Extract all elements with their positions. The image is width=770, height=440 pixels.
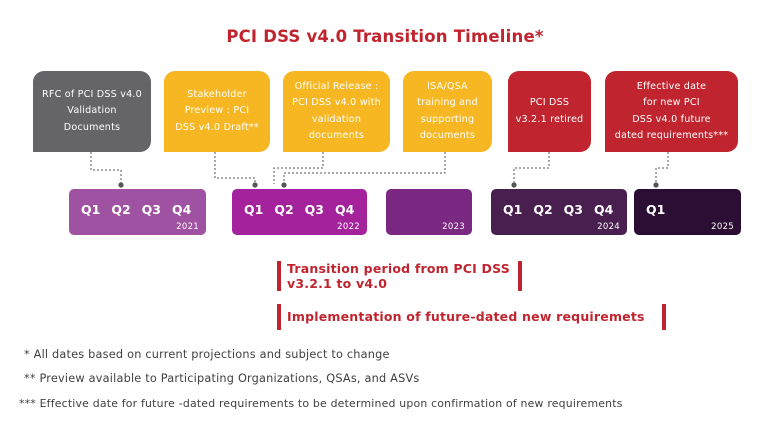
callout-rfc-text: RFC of PCI DSS v4.0 Validation Documents bbox=[42, 88, 142, 133]
footnote-1: * All dates based on current projections… bbox=[24, 348, 390, 361]
quarter-label: Q3 bbox=[141, 202, 161, 217]
quarter-label: Q3 bbox=[304, 202, 324, 217]
page-title: PCI DSS v4.0 Transition Timeline* bbox=[226, 27, 544, 46]
callout-rfc: RFC of PCI DSS v4.0 Validation Documents bbox=[33, 71, 151, 152]
year-block-2025: Q1 2025 bbox=[634, 189, 741, 235]
year-label: 2025 bbox=[711, 222, 734, 232]
callout-stakeholder-preview: Stakeholder Preview : PCI DSS v4.0 Draft… bbox=[164, 71, 270, 152]
quarter-label: Q1 bbox=[81, 202, 101, 217]
callout-stakeholder-preview-text: Stakeholder Preview : PCI DSS v4.0 Draft… bbox=[175, 88, 259, 133]
callout-effective-date-text: Effective date for new PCI DSS v4.0 futu… bbox=[614, 80, 729, 142]
implementation-label: Implementation of future-dated new requi… bbox=[287, 309, 645, 324]
quarter-label: Q1 bbox=[646, 202, 666, 217]
quarter-label: Q4 bbox=[593, 202, 614, 217]
quarter-label: Q2 bbox=[533, 202, 553, 217]
year-block-2024: Q1 Q2 Q3 Q4 2024 bbox=[491, 189, 627, 235]
callout-training: ISA/QSA training and supporting document… bbox=[403, 71, 492, 152]
year-label: 2023 bbox=[442, 222, 465, 232]
quarter-label: Q4 bbox=[171, 202, 192, 217]
callout-retired-text: PCI DSS v3.2.1 retired bbox=[515, 97, 584, 125]
year-label: 2022 bbox=[337, 222, 360, 232]
quarter-label: Q1 bbox=[503, 202, 523, 217]
quarter-label: Q2 bbox=[274, 202, 294, 217]
year-label: 2021 bbox=[176, 222, 199, 232]
quarter-label: Q3 bbox=[563, 202, 583, 217]
callout-official-release: Official Release : PCI DSS v4.0 with val… bbox=[283, 71, 390, 152]
transition-period-bar: Transition period from PCI DSS v3.2.1 to… bbox=[277, 261, 522, 291]
quarter-label: Q2 bbox=[111, 202, 131, 217]
year-block-2021: Q1 Q2 Q3 Q4 2021 bbox=[69, 189, 206, 235]
footnote-3: *** Effective date for future -dated req… bbox=[19, 397, 623, 410]
callout-effective-date: Effective date for new PCI DSS v4.0 futu… bbox=[605, 71, 738, 152]
callout-training-text: ISA/QSA training and supporting document… bbox=[417, 80, 478, 142]
callout-official-release-text: Official Release : PCI DSS v4.0 with val… bbox=[292, 80, 381, 142]
transition-period-label: Transition period from PCI DSS v3.2.1 to… bbox=[287, 261, 510, 291]
footnote-2: ** Preview available to Participating Or… bbox=[24, 372, 420, 385]
callout-retired: PCI DSS v3.2.1 retired bbox=[508, 71, 591, 152]
quarter-label: Q4 bbox=[334, 202, 355, 217]
implementation-bar: Implementation of future-dated new requi… bbox=[277, 304, 666, 330]
quarter-label: Q1 bbox=[244, 202, 264, 217]
year-label: 2024 bbox=[597, 222, 620, 232]
year-block-2023: 2023 bbox=[386, 189, 472, 235]
year-block-2022: Q1 Q2 Q3 Q4 2022 bbox=[232, 189, 367, 235]
